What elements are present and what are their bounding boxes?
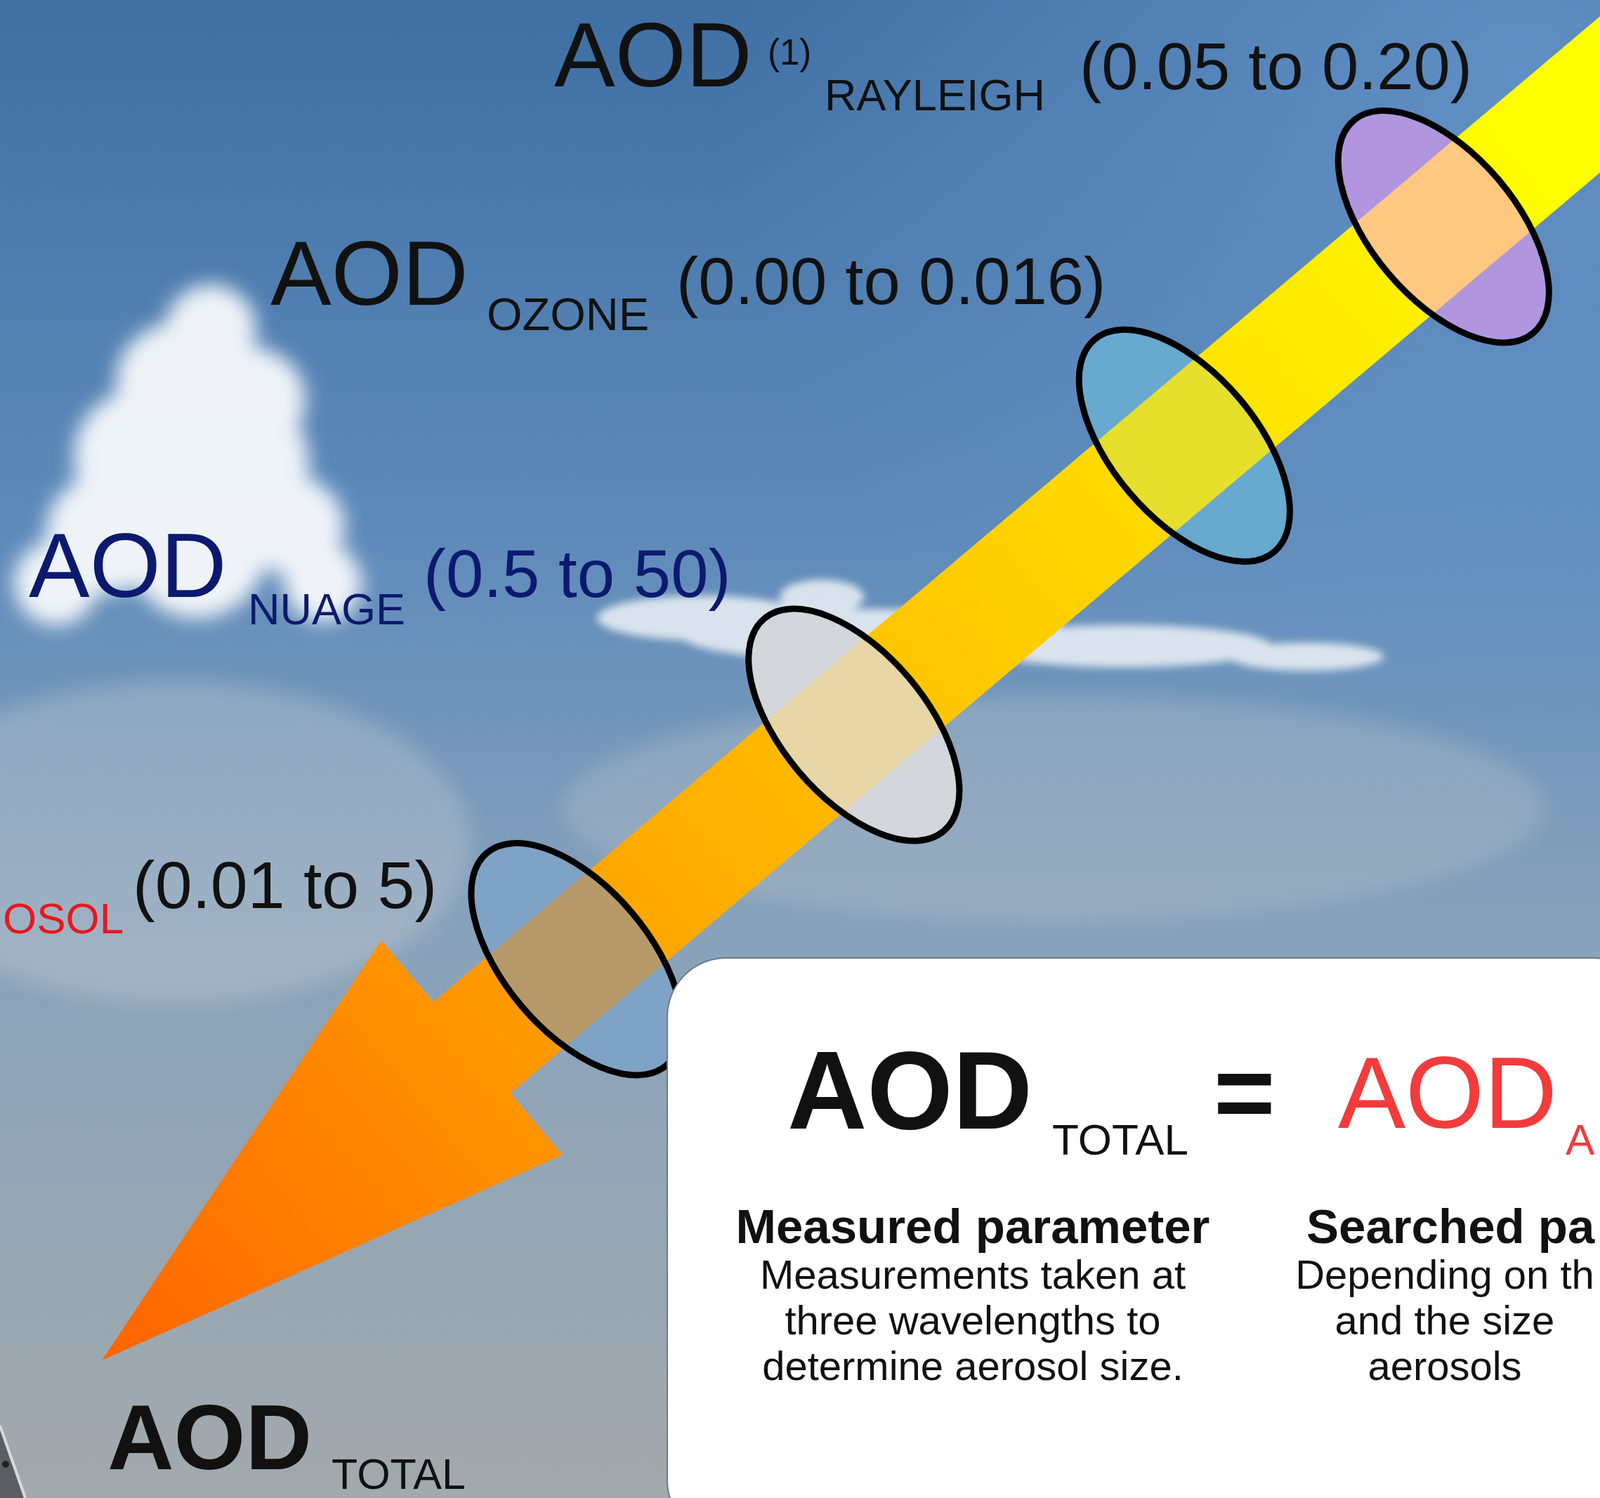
column-heading: Measured parameter: [726, 1202, 1219, 1251]
layer-ring: [1039, 292, 1330, 599]
equation-term: AOD: [787, 1035, 1033, 1146]
value-range: (0.05 to 0.20): [1079, 33, 1473, 100]
equation-term: AOD: [1338, 1043, 1558, 1145]
aod-symbol: AOD: [107, 1391, 312, 1484]
value-range: (0.5 to 50): [423, 540, 732, 608]
component-subscript: TOTAL: [331, 1453, 466, 1497]
aod-symbol: AOD: [270, 227, 469, 319]
equation-subscript: TOTAL: [1052, 1118, 1189, 1162]
column-heading: Searched pa: [1306, 1202, 1595, 1251]
aod-symbol: AOD: [554, 9, 753, 101]
component-subscript: OZONE: [486, 291, 649, 338]
component-subscript: NUAGE: [247, 587, 406, 632]
value-range: (0.00 to 0.016): [676, 248, 1106, 315]
layer-ring: [1298, 73, 1589, 380]
value-range: (0.01 to 5): [132, 851, 437, 919]
beam: [11, 0, 1600, 1468]
equation-panel: AODTOTAL=AODAMeasured parameterMeasureme…: [666, 957, 1600, 1498]
layer-ring: [708, 571, 999, 878]
component-subscript: RAYLEIGH: [824, 73, 1046, 118]
sun-beam-arrow: [11, 0, 1600, 1468]
equals-sign: =: [1213, 1039, 1276, 1145]
footnote-mark: (1): [767, 34, 812, 71]
column-note: Depending on th and the size aerosols: [1279, 1251, 1600, 1389]
component-subscript: OSOL: [2, 896, 124, 941]
instrument-corner: [0, 1425, 26, 1498]
aod-symbol: AOD: [28, 519, 227, 612]
column-note: Measurements taken at three wavelengths …: [748, 1251, 1198, 1389]
cumulus-cloud: [14, 284, 362, 626]
equation-subscript: A: [1565, 1118, 1595, 1162]
